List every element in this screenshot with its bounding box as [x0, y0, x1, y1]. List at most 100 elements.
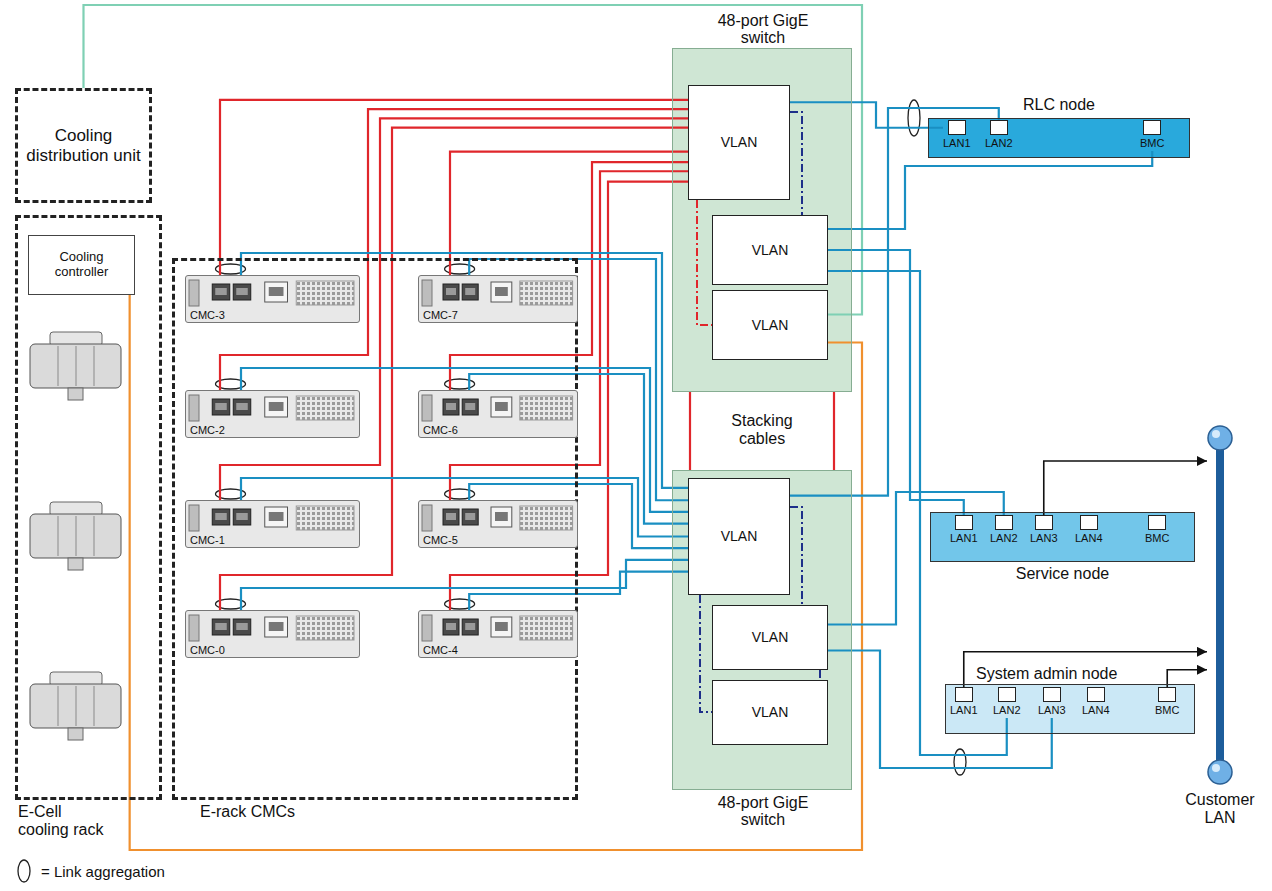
network-cable: [241, 560, 688, 610]
cmc-chassis: CMC-3: [185, 275, 360, 323]
port-label: LAN3: [1038, 704, 1066, 716]
cmc-chassis: CMC-7: [418, 275, 578, 323]
chassis-graphic: [419, 501, 577, 534]
port-jack: [1143, 120, 1161, 135]
network-port: BMC: [1140, 120, 1164, 151]
node-label: Cooling distribution unit: [22, 126, 145, 165]
node-label: VLAN: [721, 134, 758, 150]
admin-node: System admin nodeLAN1LAN2LAN3LAN4BMC: [945, 684, 1195, 734]
network-port: LAN4: [1082, 687, 1110, 718]
cmc-chassis: CMC-4: [418, 610, 578, 658]
chassis-graphic: [419, 391, 577, 424]
service-node: Service nodeLAN1LAN2LAN3LAN4BMC: [930, 512, 1195, 562]
network-cable: [833, 392, 835, 470]
network-cable: [241, 253, 688, 488]
network-port: LAN2: [985, 120, 1013, 151]
cmc-chassis: CMC-1: [185, 500, 360, 548]
port-jack: [998, 687, 1016, 702]
legend-sample: [15, 858, 37, 884]
network-cable: [130, 295, 862, 850]
node-label: CMC-2: [190, 424, 225, 436]
vlan-link: [819, 670, 821, 680]
network-port: LAN1: [950, 515, 978, 546]
cooling-rack: E-Cell cooling rackCooling controller: [15, 215, 162, 800]
legend-text: = Link aggregation: [41, 863, 165, 880]
aggregation-ellipse: [908, 100, 920, 136]
port-label: LAN1: [950, 704, 978, 716]
network-cable: [1044, 461, 1207, 515]
port-jack: [1158, 687, 1176, 702]
port-jack: [955, 515, 973, 530]
network-cable: [220, 109, 688, 390]
rlc-node: RLC nodeLAN1LAN2BMC: [928, 118, 1190, 158]
network-cable: [828, 271, 1007, 755]
node-label: 48-port GigE switch: [717, 794, 809, 828]
port-label: LAN4: [1075, 532, 1103, 544]
vlan-link: [790, 507, 802, 605]
node-label: System admin node: [976, 665, 1117, 683]
node-label: CMC-5: [423, 534, 458, 546]
fan-unit: [30, 332, 121, 400]
vlan-link: [700, 595, 712, 712]
network-port: LAN4: [1075, 515, 1103, 546]
vlan-box: VLAN: [712, 680, 828, 745]
stacking-label: Stacking cables: [712, 412, 812, 449]
network-cable: [469, 572, 688, 610]
network-cable: [964, 652, 1207, 687]
port-label: LAN4: [1082, 704, 1110, 716]
port-label: LAN2: [985, 137, 1013, 149]
chassis-graphic: [419, 611, 577, 644]
port-jack: [1148, 515, 1166, 530]
node-label: Cooling controller: [33, 250, 130, 280]
cmc-group: E-rack CMCsCMC-3CMC-7CMC-2CMC-6CMC-1CMC-…: [172, 258, 578, 800]
distribution-unit: Cooling distribution unit: [15, 88, 152, 203]
port-label: BMC: [1145, 532, 1169, 544]
vlan-box: VLAN: [688, 478, 790, 595]
port-jack: [1087, 687, 1105, 702]
network-port: LAN3: [1038, 687, 1066, 718]
port-jack: [1080, 515, 1098, 530]
node-label: CMC-3: [190, 309, 225, 321]
node-label: CMC-4: [423, 644, 458, 656]
node-fill: [672, 48, 852, 392]
chassis-graphic: [186, 611, 359, 644]
legend-entry: = Link aggregation: [15, 858, 165, 884]
network-cable: [220, 100, 688, 275]
port-jack: [948, 120, 966, 135]
network-cable: [689, 392, 691, 470]
gige-switch: 48-port GigE switchVLANVLANVLAN: [672, 470, 852, 790]
network-port: BMC: [1155, 687, 1179, 718]
node-fill: [672, 470, 852, 790]
network-cable: [450, 171, 688, 500]
chassis-graphic: [186, 391, 359, 424]
network-cable: [790, 102, 943, 128]
port-label: BMC: [1155, 704, 1179, 716]
node-label: VLAN: [752, 629, 789, 645]
node-label: E-Cell cooling rack: [18, 803, 114, 840]
vlan-box: VLAN: [712, 215, 828, 285]
port-jack: [1035, 515, 1053, 530]
cmc-chassis: CMC-0: [185, 610, 360, 658]
node-label: CMC-6: [423, 424, 458, 436]
node-label: E-rack CMCs: [200, 803, 400, 821]
node-label: VLAN: [752, 704, 789, 720]
network-cable: [469, 259, 688, 500]
port-label: LAN2: [990, 532, 1018, 544]
aggregation-ellipse: [954, 749, 966, 775]
node-label: CMC-7: [423, 309, 458, 321]
cmc-chassis: CMC-6: [418, 390, 578, 438]
fan-unit: [30, 502, 121, 570]
port-label: LAN3: [1030, 532, 1058, 544]
network-port: LAN1: [950, 687, 978, 718]
port-label: BMC: [1140, 137, 1164, 149]
port-label: LAN2: [993, 704, 1021, 716]
fan-unit: [30, 672, 121, 740]
network-port: LAN2: [990, 515, 1018, 546]
cmc-chassis: CMC-2: [185, 390, 360, 438]
gige-switch: 48-port GigE switchVLANVLANVLAN: [672, 48, 852, 392]
network-port: LAN1: [943, 120, 971, 151]
node-label: CMC-0: [190, 644, 225, 656]
